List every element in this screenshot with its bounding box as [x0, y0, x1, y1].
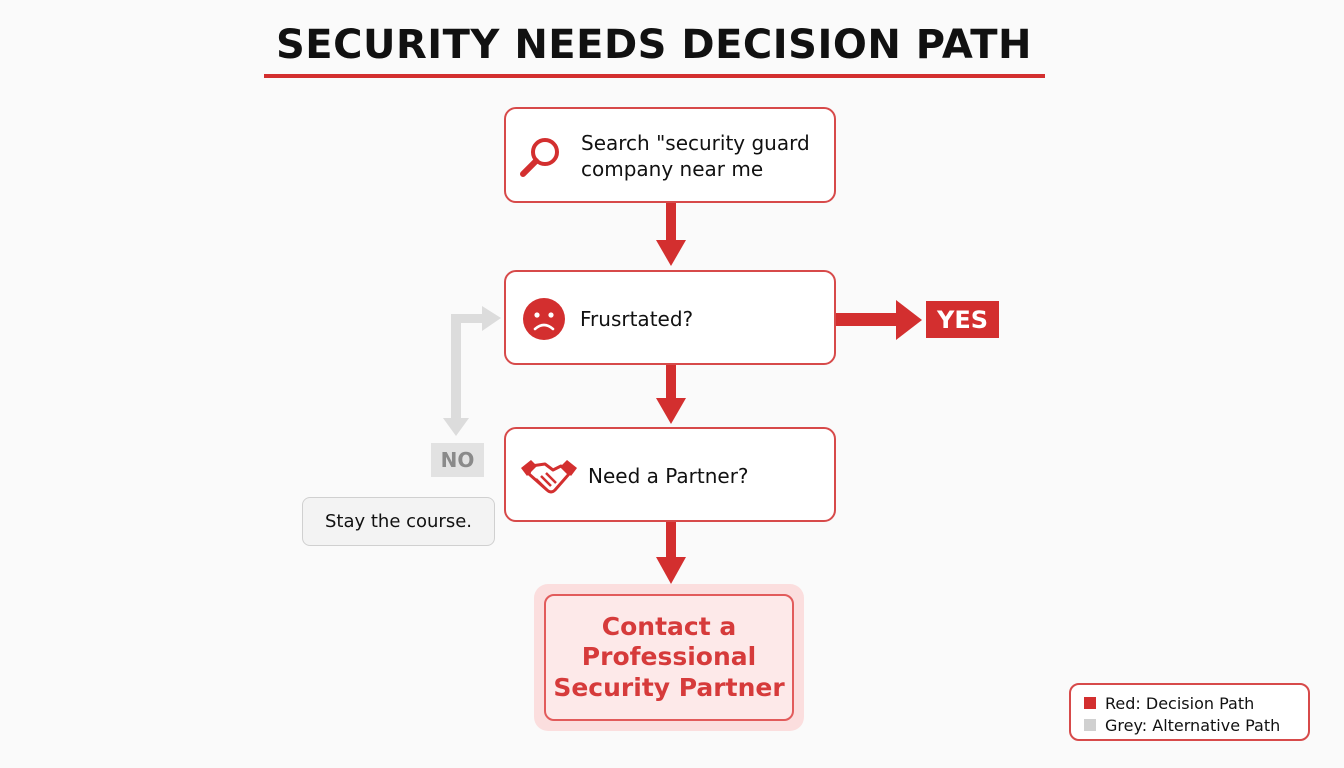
legend: Red: Decision Path Grey: Alternative Pat… — [1069, 683, 1310, 741]
legend-swatch-grey — [1084, 719, 1096, 731]
legend-item-grey: Grey: Alternative Path — [1084, 714, 1308, 736]
handshake-icon — [521, 460, 577, 494]
page-title: SECURITY NEEDS DECISION PATH — [275, 22, 1032, 68]
legend-label-grey: Grey: Alternative Path — [1105, 715, 1281, 735]
legend-item-red: Red: Decision Path — [1084, 692, 1308, 714]
step-need-partner-label: Need a Partner? — [588, 464, 749, 488]
arrow-search-to-frustrated — [656, 203, 686, 266]
legend-label-red: Red: Decision Path — [1105, 693, 1255, 713]
stay-the-course-box: Stay the course. — [302, 497, 495, 546]
arrow-partner-to-cta — [656, 522, 686, 584]
step-search-line2: company near me — [581, 157, 764, 181]
magnifier-icon — [520, 138, 559, 177]
legend-swatch-red — [1084, 697, 1096, 709]
step-need-partner: Need a Partner? — [504, 427, 836, 522]
arrow-to-yes — [836, 300, 922, 340]
cta-line3: Security Partner — [553, 672, 785, 702]
cta-line1: Contact a — [601, 611, 737, 641]
branch-no-label: NO — [431, 443, 484, 477]
step-search: Search "security guard company near me — [504, 107, 836, 203]
contact-partner-box: Contact a Professional Security Partner — [544, 594, 794, 721]
step-search-line1: Search "security guard — [581, 131, 810, 155]
step-frustrated: Frusrtated? — [504, 270, 836, 365]
title-underline — [264, 74, 1045, 78]
step-search-label: Search "security guard company near me — [581, 130, 810, 182]
cta-line2: Professional — [581, 642, 757, 672]
branch-yes-label: YES — [926, 301, 999, 338]
arrow-alternative-loop — [443, 306, 501, 436]
sad-face-icon — [523, 298, 565, 340]
step-frustrated-label: Frusrtated? — [580, 307, 694, 331]
arrow-frustrated-to-partner — [656, 365, 686, 424]
